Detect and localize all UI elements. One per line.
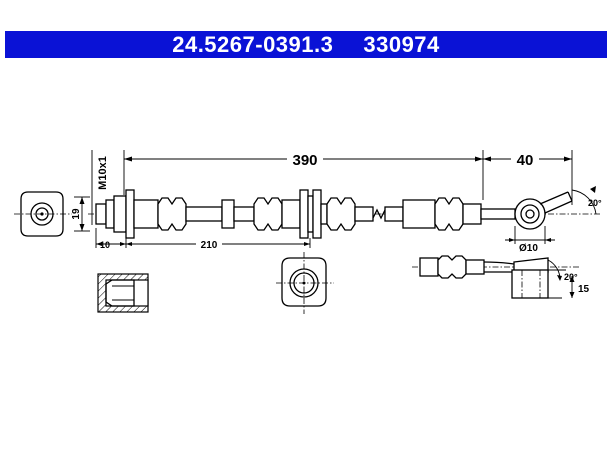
banjo-side-detail	[412, 255, 580, 299]
label-thread: M10x1	[97, 156, 109, 190]
reference-number: 330974	[363, 31, 440, 57]
dimension-angle-top: 20°	[571, 186, 602, 215]
label-offset-left: 10	[100, 240, 110, 250]
dimension-height-left: 19	[71, 196, 90, 232]
dimension-diameter: Ø10	[505, 226, 555, 254]
part-number: 24.5267-0391.3	[172, 31, 334, 57]
label-length-main: 390	[292, 152, 317, 169]
left-end-view	[14, 191, 72, 237]
dimension-length-main: 390	[123, 150, 484, 200]
thread-section-detail	[97, 273, 149, 313]
dimension-length-end: 40	[483, 150, 573, 205]
label-angle-top: 20°	[588, 198, 602, 208]
label-length-end: 40	[517, 152, 534, 169]
label-height-left: 19	[71, 208, 82, 220]
label-diameter: Ø10	[519, 243, 538, 254]
dimension-offset-bottom-right: 15	[569, 276, 590, 298]
hose-side-view	[88, 189, 600, 239]
label-angle-bottom: 20°	[564, 272, 578, 282]
label-offset-bottom: 15	[578, 284, 590, 295]
label-offset-mid: 210	[201, 240, 218, 251]
dimension-angle-bottom: 20°	[547, 259, 578, 282]
bracket-end-view	[276, 252, 334, 314]
dimension-offsets-bottom: 10 210	[95, 228, 311, 251]
title-bar: 24.5267-0391.3 330974	[5, 31, 607, 58]
